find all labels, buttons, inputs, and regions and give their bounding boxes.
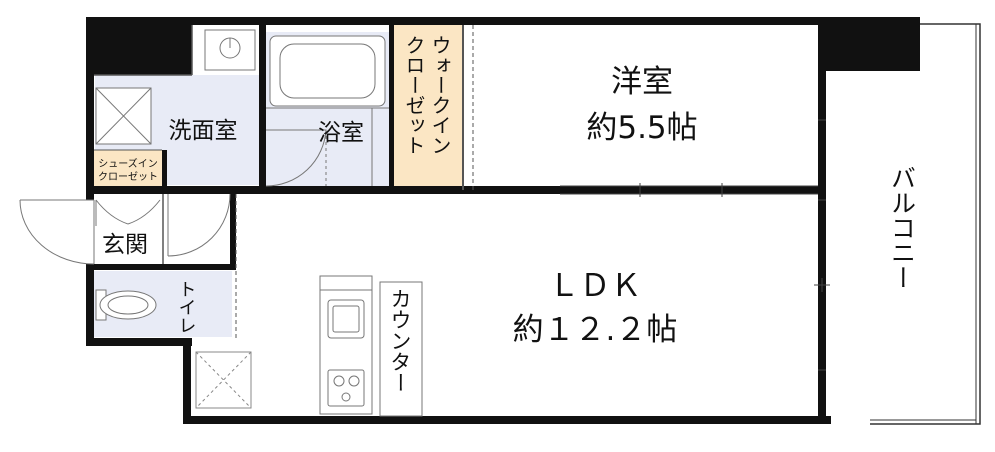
western-room-name: 洋室 xyxy=(611,64,673,100)
bathroom-label: 浴室 xyxy=(318,120,364,146)
kitchen xyxy=(319,275,423,417)
windows xyxy=(560,119,830,371)
hall-door xyxy=(167,193,231,257)
entrance-door xyxy=(19,199,95,265)
ldk-size: 約１２.２帖 xyxy=(513,312,678,348)
shoes-closet-line2: クローゼット xyxy=(98,171,158,183)
walk-in-closet-floor xyxy=(393,24,463,189)
entrance-label: 玄関 xyxy=(102,232,148,258)
counter-label: カウンター xyxy=(388,288,412,393)
wash-basin xyxy=(204,29,256,71)
balcony-label: バルコニー xyxy=(888,165,917,290)
toilet-label: トイレ xyxy=(176,280,197,334)
toilet-fixture xyxy=(95,289,157,321)
ldk-name: ＬＤＫ xyxy=(549,268,642,304)
partitions xyxy=(94,25,474,340)
shoes-closet-doors xyxy=(95,199,161,226)
walk-in-closet-line2: クローゼット xyxy=(402,35,426,155)
western-room-size: 約5.5帖 xyxy=(586,110,697,146)
stove xyxy=(327,369,365,407)
walls xyxy=(86,17,920,424)
washroom-fixtures xyxy=(95,29,256,145)
kitchen-counter xyxy=(319,275,373,415)
shoes-closet-line1: シューズイン xyxy=(98,157,158,170)
washroom-label: 洗面室 xyxy=(169,118,238,144)
shoes-closet-floor xyxy=(93,150,163,190)
ldk-storage xyxy=(195,351,252,409)
bathroom-door xyxy=(265,129,327,187)
balcony xyxy=(870,23,981,425)
bathtub xyxy=(266,35,389,186)
walk-in-closet-line1: ウォークイン xyxy=(428,35,452,155)
service-counter xyxy=(379,281,423,417)
sink xyxy=(327,299,365,339)
